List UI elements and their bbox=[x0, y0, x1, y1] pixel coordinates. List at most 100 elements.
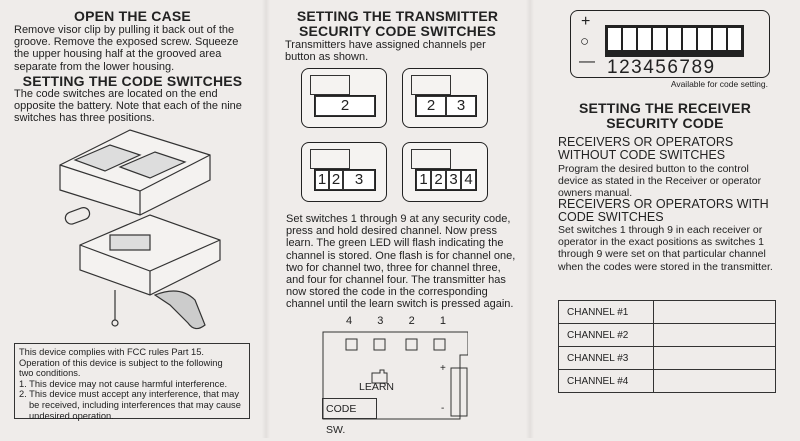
transmitter-instructions: Set switches 1 through 9 at any security… bbox=[286, 213, 515, 311]
button-label-4: 4 bbox=[346, 315, 353, 327]
plus-label: + bbox=[440, 363, 446, 374]
without-switches-body: Program the desired button to the contro… bbox=[558, 163, 761, 200]
channel-button: 3 bbox=[344, 171, 374, 189]
channel-value bbox=[653, 369, 776, 393]
line: the upper housing half at the grooved ar… bbox=[14, 48, 222, 61]
circuit-board-diagram: 4 3 2 1 LEARN + - CODE SW. bbox=[322, 315, 468, 436]
channel-button: 1 bbox=[316, 171, 328, 189]
logo bbox=[411, 149, 451, 169]
line: The code switches are located on the end bbox=[14, 88, 218, 100]
line: RECEIVERS OR OPERATORS WITH bbox=[558, 197, 769, 211]
table-row: CHANNEL #2 bbox=[558, 323, 776, 347]
line: and four for channel four. The transmitt… bbox=[286, 274, 506, 287]
line: CODE SWITCHES bbox=[558, 210, 664, 224]
channel-button: 1 bbox=[417, 171, 430, 189]
channel-label: CHANNEL #2 bbox=[558, 323, 654, 347]
channel-label: CHANNEL #1 bbox=[558, 300, 654, 324]
available-note: Available for code setting. bbox=[670, 79, 768, 89]
title-line: SETTING THE RECEIVER bbox=[578, 100, 752, 116]
channel-button: 4 bbox=[462, 171, 475, 189]
line: RECEIVERS OR OPERATORS bbox=[558, 135, 734, 149]
line: channel is stored. One flash is for chan… bbox=[286, 249, 516, 262]
channel-value bbox=[653, 323, 776, 347]
line: device as stated in the Receiver or oper… bbox=[558, 175, 762, 188]
logo bbox=[310, 75, 350, 95]
button-label-3: 3 bbox=[377, 315, 384, 327]
transmitter-1-button: 2 bbox=[301, 68, 387, 128]
exploded-transmitter-illustration bbox=[59, 129, 221, 330]
button-label-1: 1 bbox=[439, 315, 446, 327]
channel-table: CHANNEL #1 CHANNEL #2 CHANNEL #3 CHANNEL… bbox=[558, 300, 776, 393]
channel-button: 2 bbox=[330, 171, 342, 189]
fold-line bbox=[262, 0, 270, 438]
plus-symbol: + bbox=[581, 13, 591, 30]
code-switches-body: The code switches are located on the end… bbox=[14, 88, 242, 125]
line: Set switches 1 through 9 at any security… bbox=[286, 213, 511, 225]
channel-button: 2 bbox=[417, 97, 445, 115]
channel-value bbox=[653, 346, 776, 370]
line: opposite the battery. Note that each of … bbox=[14, 100, 242, 113]
channel-button: 2 bbox=[432, 171, 445, 189]
logo bbox=[411, 75, 451, 95]
line: now stored the code in the corresponding bbox=[286, 286, 488, 299]
line: channel until the learn switch is presse… bbox=[286, 298, 514, 311]
logo bbox=[310, 149, 350, 169]
line: WITHOUT CODE SWITCHES bbox=[558, 148, 726, 162]
dip-switch-diagram: + ○ — 123456789 bbox=[570, 10, 770, 78]
line: separate from the lower housing. bbox=[14, 60, 175, 73]
line: learn. The green LED will flash indicati… bbox=[286, 237, 504, 250]
channel-button: 2 bbox=[316, 97, 374, 115]
line: Transmitters have assigned channels per bbox=[285, 39, 486, 51]
line: Remove visor clip by pulling it back out… bbox=[14, 24, 235, 36]
channel-value bbox=[653, 300, 776, 324]
fcc-notice-box: This device complies with FCC rules Part… bbox=[14, 343, 250, 421]
channel-button: 3 bbox=[447, 171, 460, 189]
minus-label: - bbox=[441, 403, 445, 414]
open-case-body: Remove visor clip by pulling it back out… bbox=[14, 24, 238, 73]
line: switches has three positions. bbox=[14, 112, 155, 125]
fcc-line: Operation of this device is subject to t… bbox=[19, 357, 223, 368]
line: Set switches 1 through 9 in each receive… bbox=[558, 224, 763, 236]
switch-numbers: 123456789 bbox=[607, 57, 716, 78]
channel-button: 3 bbox=[447, 97, 475, 115]
title-line: SETTING THE TRANSMITTER bbox=[296, 8, 499, 24]
line: groove. Remove the exposed screw. Squeez… bbox=[14, 36, 239, 49]
line: when the codes were stored in the transm… bbox=[558, 260, 773, 273]
fold-line bbox=[526, 0, 534, 438]
code-switches-title: SETTING THE CODE SWITCHES bbox=[22, 73, 243, 89]
line: button as shown. bbox=[285, 51, 369, 64]
line: Program the desired button to the contro… bbox=[558, 163, 749, 175]
title-line: SECURITY CODE SWITCHES bbox=[298, 23, 497, 39]
fcc-line: This device complies with FCC rules Part… bbox=[19, 347, 204, 357]
channel-label: CHANNEL #4 bbox=[558, 369, 654, 393]
table-row: CHANNEL #4 bbox=[558, 369, 776, 393]
button-label-2: 2 bbox=[408, 315, 415, 327]
switch-bank bbox=[605, 25, 744, 57]
with-switches-body: Set switches 1 through 9 in each receive… bbox=[558, 224, 773, 273]
line: two for channel two, three for channel t… bbox=[286, 261, 501, 274]
learn-label: LEARN bbox=[359, 381, 395, 393]
fcc-condition-2: 2. This device must accept any interfere… bbox=[19, 389, 241, 421]
table-row: CHANNEL #3 bbox=[558, 346, 776, 370]
line: through 9 were set on that particular ch… bbox=[558, 248, 766, 261]
fcc-line: two conditions. bbox=[19, 368, 81, 379]
code-switch-label: CODE SW. bbox=[322, 398, 377, 436]
circle-symbol: ○ bbox=[580, 33, 590, 50]
line: press and hold desired channel. Now pres… bbox=[286, 225, 497, 238]
minus-symbol: — bbox=[579, 53, 595, 70]
fcc-condition-1: 1. This device may not cause harmful int… bbox=[19, 378, 228, 389]
line: owners manual. bbox=[558, 187, 633, 200]
line: operator in the exact positions as switc… bbox=[558, 236, 765, 249]
title-line: SECURITY CODE bbox=[606, 115, 724, 131]
open-case-title: OPEN THE CASE bbox=[74, 8, 191, 24]
table-row: CHANNEL #1 bbox=[558, 300, 776, 324]
channel-label: CHANNEL #3 bbox=[558, 346, 654, 370]
